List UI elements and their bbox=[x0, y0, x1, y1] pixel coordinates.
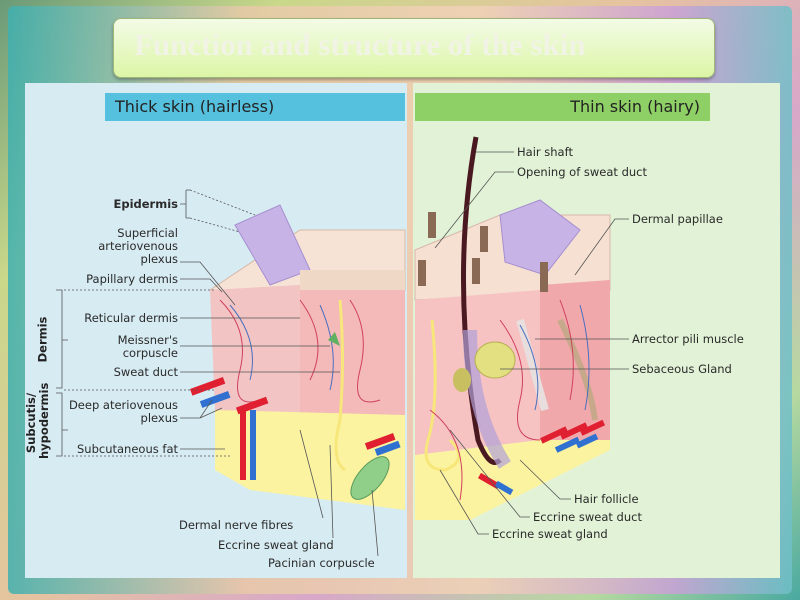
thick-skin-header: Thick skin (hairless) bbox=[105, 93, 405, 121]
thin-skin-block bbox=[414, 136, 611, 520]
label-pacinian-corpuscle: Pacinian corpuscle bbox=[268, 556, 375, 570]
region-subcutis: Subcutis/ hypodermis bbox=[24, 382, 51, 459]
region-dermis: Dermis bbox=[35, 316, 50, 363]
label-line: plexus bbox=[140, 411, 178, 425]
label-epidermis: Epidermis bbox=[113, 197, 178, 211]
thin-skin-header: Thin skin (hairy) bbox=[415, 93, 710, 121]
label-line: Meissner's bbox=[117, 333, 178, 347]
leader-lines bbox=[56, 151, 629, 557]
label-dermal-nerve-fibres: Dermal nerve fibres bbox=[179, 518, 294, 532]
label-line: Superficial bbox=[117, 226, 178, 240]
label-reticular-dermis: Reticular dermis bbox=[84, 311, 178, 325]
label-hair-shaft: Hair shaft bbox=[517, 145, 573, 159]
label-line: plexus bbox=[140, 252, 178, 266]
label-meissner-corpuscle: Meissner's corpuscle bbox=[60, 334, 178, 360]
label-subcutaneous-fat: Subcutaneous fat bbox=[77, 442, 178, 456]
label-opening-sweat-duct: Opening of sweat duct bbox=[517, 165, 647, 179]
label-line: Deep ateriovenous bbox=[68, 398, 178, 412]
label-hair-follicle: Hair follicle bbox=[574, 492, 639, 506]
thick-skin-block bbox=[189, 204, 406, 510]
label-arrector-pili: Arrector pili muscle bbox=[632, 332, 744, 346]
label-sweat-duct: Sweat duct bbox=[113, 365, 178, 379]
label-line: corpuscle bbox=[122, 346, 178, 360]
label-eccrine-sweat-gland-thin: Eccrine sweat gland bbox=[492, 527, 608, 541]
title-box: Function and structure of the skin bbox=[113, 18, 715, 78]
label-line: hypodermis bbox=[37, 382, 51, 459]
label-line: arteriovenous bbox=[98, 239, 178, 253]
label-sebaceous-gland: Sebaceous Gland bbox=[632, 362, 732, 376]
label-deep-plexus: Deep ateriovenous plexus bbox=[60, 399, 178, 425]
slide-title: Function and structure of the skin bbox=[134, 27, 586, 62]
label-dermal-papillae: Dermal papillae bbox=[632, 212, 723, 226]
label-superficial-plexus: Superficial arteriovenous plexus bbox=[60, 227, 178, 266]
label-papillary-dermis: Papillary dermis bbox=[86, 272, 178, 286]
label-eccrine-sweat-gland-thick: Eccrine sweat gland bbox=[218, 538, 334, 552]
label-eccrine-sweat-duct: Eccrine sweat duct bbox=[533, 510, 642, 524]
